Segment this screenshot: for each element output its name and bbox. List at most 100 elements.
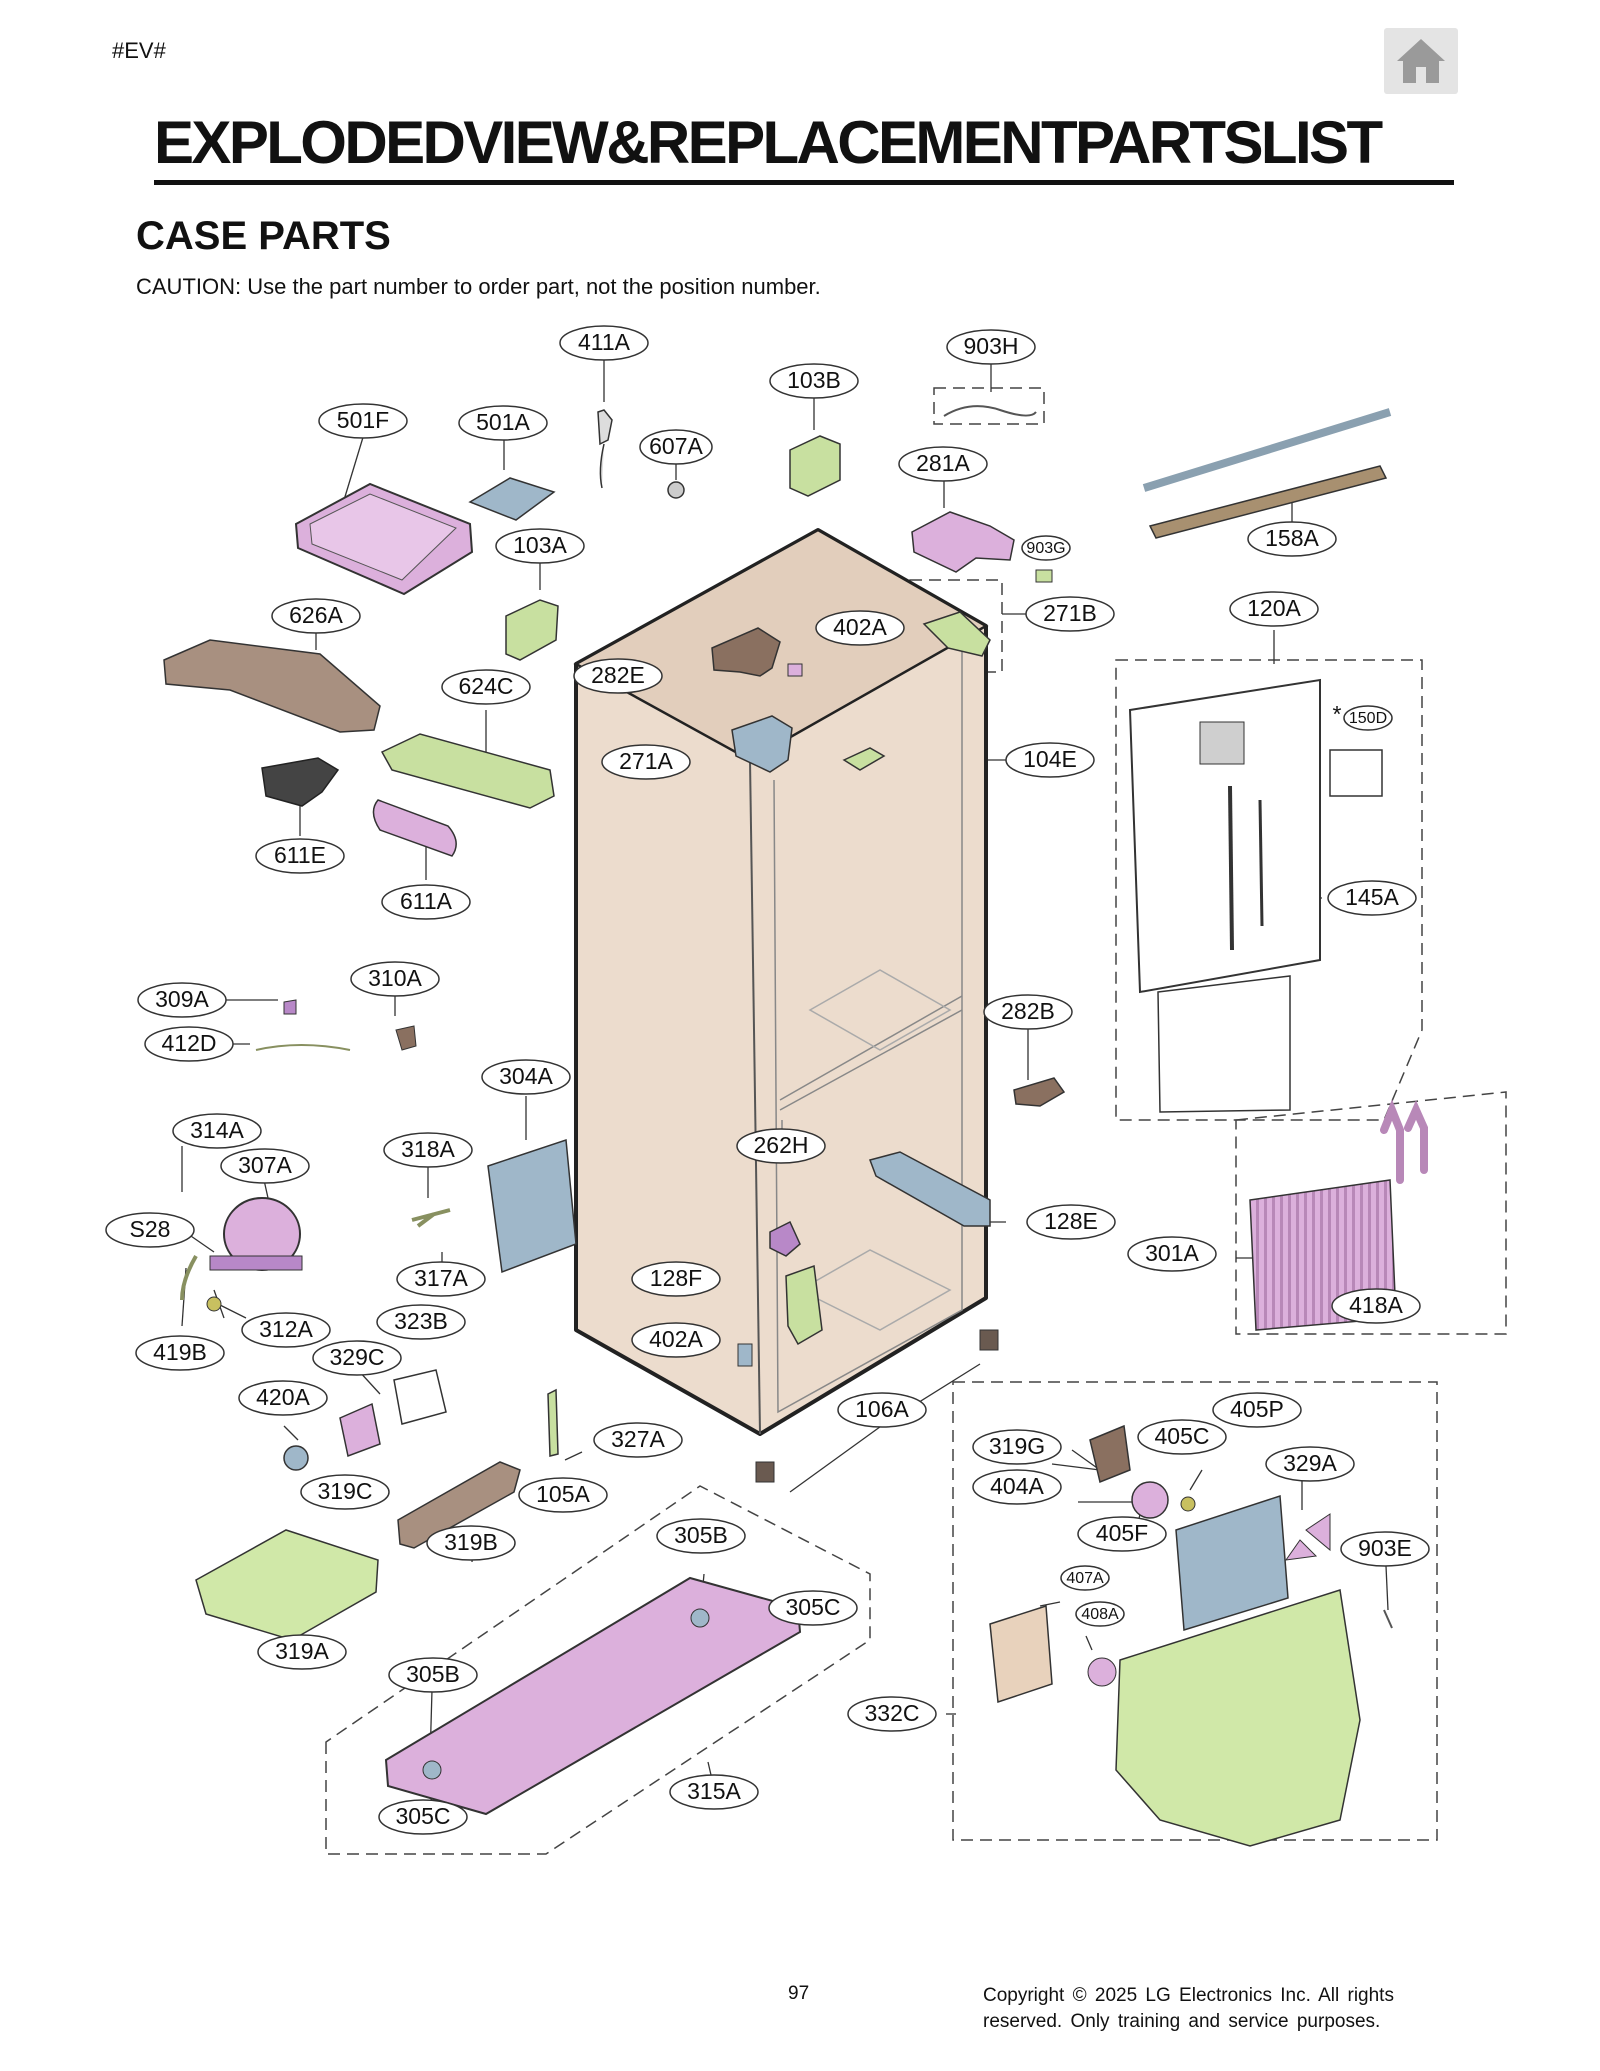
label-314A: 314A <box>190 1117 244 1143</box>
callout-307A[interactable] <box>220 1148 310 1184</box>
callout-405C[interactable] <box>1137 1419 1227 1455</box>
callout-120A[interactable] <box>1229 591 1319 627</box>
callout-104E[interactable] <box>1005 742 1095 778</box>
label-317A: 317A <box>414 1265 468 1291</box>
callout-420A[interactable] <box>238 1380 328 1416</box>
home-button[interactable] <box>1384 28 1458 94</box>
callout-611A[interactable] <box>381 884 471 920</box>
callout-305C-top[interactable] <box>768 1590 858 1626</box>
callout-282B[interactable] <box>983 994 1073 1030</box>
callout-271A[interactable] <box>601 744 691 780</box>
callout-411A[interactable] <box>559 325 649 361</box>
callout-419B[interactable] <box>135 1335 225 1371</box>
callout-501F[interactable] <box>318 403 408 439</box>
callout-128E[interactable] <box>1026 1204 1116 1240</box>
callout-407A[interactable] <box>1060 1565 1110 1591</box>
label-405P: 405P <box>1230 1396 1284 1422</box>
label-103B: 103B <box>787 367 841 393</box>
callout-607A[interactable] <box>639 429 713 465</box>
callout-301A[interactable] <box>1127 1236 1217 1272</box>
callout-106A[interactable] <box>837 1392 927 1428</box>
label-318A: 318A <box>401 1136 455 1162</box>
callout-312A[interactable] <box>241 1312 331 1348</box>
callout-611E[interactable] <box>255 838 345 874</box>
label-626A: 626A <box>289 602 343 628</box>
label-305B-top: 305B <box>674 1522 728 1548</box>
callout-402A-bot[interactable] <box>631 1322 721 1358</box>
leg-106A-right-part <box>979 1329 999 1351</box>
cover-304A-part <box>487 1138 577 1274</box>
callout-103A[interactable] <box>495 528 585 564</box>
display-panel-part <box>1199 721 1245 765</box>
callout-281A[interactable] <box>898 446 988 482</box>
callout-S28[interactable] <box>105 1212 195 1248</box>
callout-314A[interactable] <box>172 1113 262 1149</box>
label-319A: 319A <box>275 1638 329 1664</box>
bracket-103B-part <box>789 435 841 497</box>
label-106A: 106A <box>855 1396 909 1422</box>
callout-262H[interactable] <box>736 1128 826 1164</box>
label-412D: 412D <box>162 1030 217 1056</box>
callout-305B-top[interactable] <box>656 1518 746 1554</box>
callout-310A[interactable] <box>350 961 440 997</box>
callout-405F[interactable] <box>1077 1516 1167 1552</box>
callout-319C[interactable] <box>300 1474 390 1510</box>
label-271A: 271A <box>619 748 673 774</box>
callout-418A[interactable] <box>1331 1288 1421 1324</box>
callout-412D[interactable] <box>144 1026 234 1062</box>
fan-405C-part <box>1180 1496 1196 1512</box>
label-150D-part <box>1329 749 1383 797</box>
callout-315A[interactable] <box>669 1774 759 1810</box>
callout-903H[interactable] <box>946 329 1036 365</box>
callout-329C[interactable] <box>312 1340 402 1376</box>
callout-626A[interactable] <box>271 598 361 634</box>
callout-317A[interactable] <box>396 1261 486 1297</box>
callout-319G[interactable] <box>972 1429 1062 1465</box>
label-611A: 611A <box>400 888 453 914</box>
valve-318A-part <box>411 1208 451 1228</box>
shroud-405P-part <box>1175 1494 1289 1631</box>
label-624C: 624C <box>459 673 514 699</box>
callout-402A-top[interactable] <box>815 610 905 646</box>
callout-271B[interactable] <box>1025 596 1115 632</box>
callout-327A[interactable] <box>593 1422 683 1458</box>
label-301A: 301A <box>1145 1240 1199 1266</box>
callout-105A[interactable] <box>518 1477 608 1513</box>
callout-329A[interactable] <box>1265 1446 1355 1482</box>
callout-128F[interactable] <box>631 1261 721 1297</box>
hinge-271A-part <box>731 715 793 773</box>
callout-158A[interactable] <box>1247 521 1337 557</box>
damper-305B-bot-part <box>422 1760 442 1780</box>
label-128E: 128E <box>1044 1208 1098 1234</box>
callout-282E[interactable] <box>573 658 663 694</box>
callout-404A[interactable] <box>972 1469 1062 1505</box>
callout-318A[interactable] <box>383 1132 473 1168</box>
callout-309A[interactable] <box>137 982 227 1018</box>
label-420A: 420A <box>256 1384 310 1410</box>
section-title: CASE PARTS <box>136 214 391 258</box>
callout-501A[interactable] <box>458 405 548 441</box>
callout-408A[interactable] <box>1075 1601 1125 1627</box>
callout-319A[interactable] <box>257 1634 347 1670</box>
callout-624C[interactable] <box>441 669 531 705</box>
base-315A-part <box>384 1576 802 1816</box>
callout-145A[interactable] <box>1327 880 1417 916</box>
callout-150D[interactable] <box>1343 705 1393 731</box>
bracket-282B-part <box>1013 1077 1066 1107</box>
callout-304A[interactable] <box>481 1059 571 1095</box>
callout-903E[interactable] <box>1340 1531 1430 1567</box>
callout-903G[interactable] <box>1021 535 1071 561</box>
label-418A: 418A <box>1349 1292 1403 1318</box>
callout-332C[interactable] <box>847 1696 937 1732</box>
label-S28: S28 <box>130 1216 171 1242</box>
label-304A: 304A <box>499 1063 553 1089</box>
callout-305B-bot[interactable] <box>388 1657 478 1693</box>
callout-405P[interactable] <box>1212 1392 1302 1428</box>
fan-329C-part <box>339 1402 381 1458</box>
callout-323B[interactable] <box>376 1304 466 1340</box>
callout-305C-bot[interactable] <box>378 1799 468 1835</box>
callout-103B[interactable] <box>769 363 859 399</box>
callout-319B[interactable] <box>426 1525 516 1561</box>
cover-104E-part <box>842 747 886 771</box>
label-501F: 501F <box>337 407 389 433</box>
